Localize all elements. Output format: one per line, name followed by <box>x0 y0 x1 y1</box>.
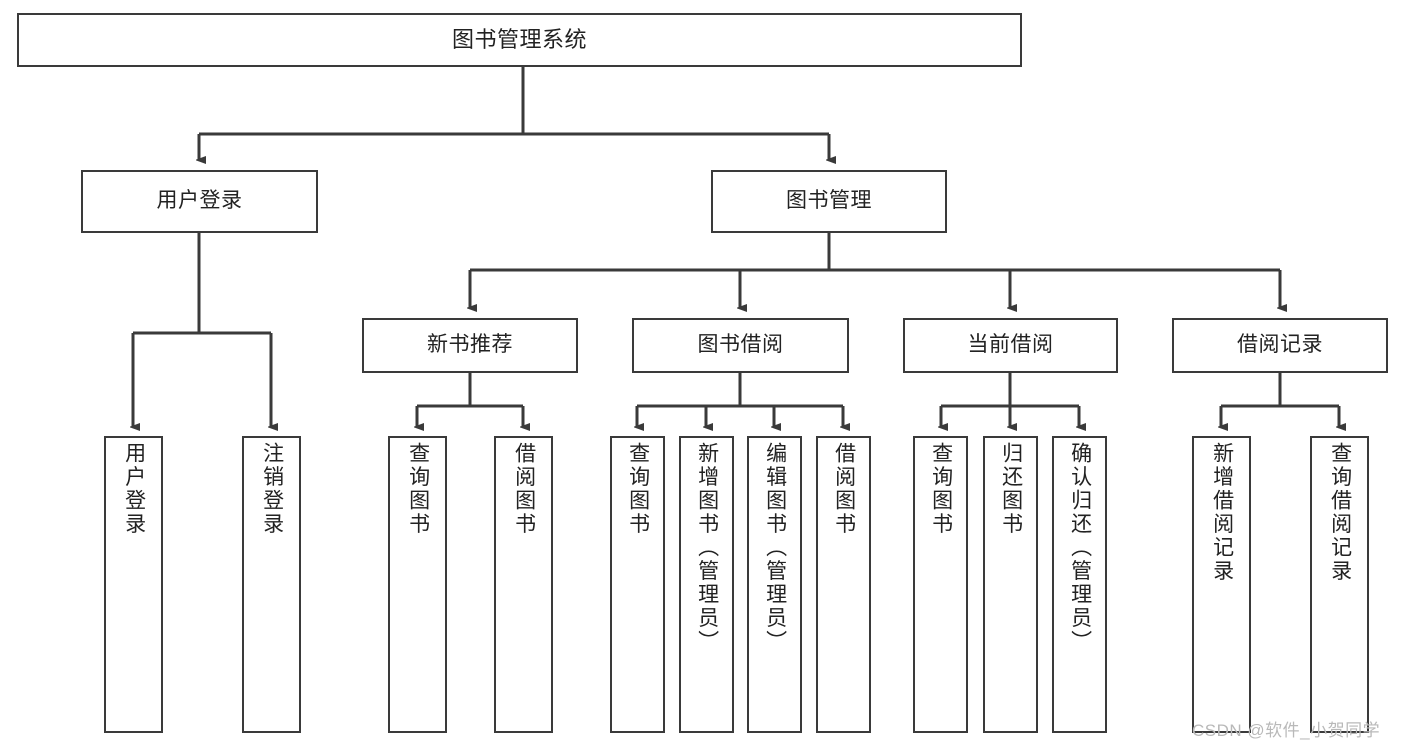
watermark: CSDN @软件_小贺同学 <box>1192 721 1381 740</box>
node-label: 编辑图书（管理员） <box>763 442 787 654</box>
node-label: 图书借阅 <box>697 333 784 357</box>
leaf-query-book-recommend[interactable]: 查询图书 <box>388 436 447 733</box>
node-label: 图书管理系统 <box>451 27 587 53</box>
node-label: 用户登录 <box>122 442 146 536</box>
node-label: 借阅图书 <box>512 442 536 536</box>
node-label: 借阅图书 <box>832 442 856 536</box>
node-book-management[interactable]: 图书管理 <box>711 170 947 233</box>
leaf-return-book[interactable]: 归还图书 <box>983 436 1038 733</box>
node-new-book-recommend[interactable]: 新书推荐 <box>362 318 578 373</box>
leaf-borrow-book-recommend[interactable]: 借阅图书 <box>494 436 553 733</box>
node-label: 图书管理 <box>786 189 872 213</box>
node-label: 当前借阅 <box>967 333 1054 357</box>
node-label: 新增借阅记录 <box>1210 442 1234 583</box>
leaf-query-book-borrow[interactable]: 查询图书 <box>610 436 665 733</box>
node-label: 新书推荐 <box>427 333 513 357</box>
leaf-confirm-return-admin[interactable]: 确认归还（管理员） <box>1052 436 1107 733</box>
leaf-add-book-admin[interactable]: 新增图书（管理员） <box>679 436 734 733</box>
leaf-query-borrow-record[interactable]: 查询借阅记录 <box>1310 436 1369 733</box>
node-label: 新增图书（管理员） <box>695 442 719 654</box>
leaf-logout[interactable]: 注销登录 <box>242 436 301 733</box>
node-borrow-record[interactable]: 借阅记录 <box>1172 318 1388 373</box>
node-label: 借阅记录 <box>1237 333 1323 357</box>
node-label: 用户登录 <box>156 189 243 213</box>
node-label: 查询图书 <box>406 442 430 536</box>
node-book-borrow[interactable]: 图书借阅 <box>632 318 849 373</box>
node-label: 注销登录 <box>260 442 284 536</box>
leaf-query-book-current[interactable]: 查询图书 <box>913 436 968 733</box>
leaf-add-borrow-record[interactable]: 新增借阅记录 <box>1192 436 1251 733</box>
node-user-login[interactable]: 用户登录 <box>81 170 318 233</box>
leaf-user-login[interactable]: 用户登录 <box>104 436 163 733</box>
node-label: 确认归还（管理员） <box>1068 442 1092 654</box>
leaf-borrow-book[interactable]: 借阅图书 <box>816 436 871 733</box>
node-root-system[interactable]: 图书管理系统 <box>17 13 1022 67</box>
node-label: 查询图书 <box>626 442 650 536</box>
node-label: 查询借阅记录 <box>1328 442 1352 583</box>
node-label: 归还图书 <box>999 442 1023 536</box>
node-current-borrow[interactable]: 当前借阅 <box>903 318 1118 373</box>
leaf-edit-book-admin[interactable]: 编辑图书（管理员） <box>747 436 802 733</box>
node-label: 查询图书 <box>929 442 953 536</box>
